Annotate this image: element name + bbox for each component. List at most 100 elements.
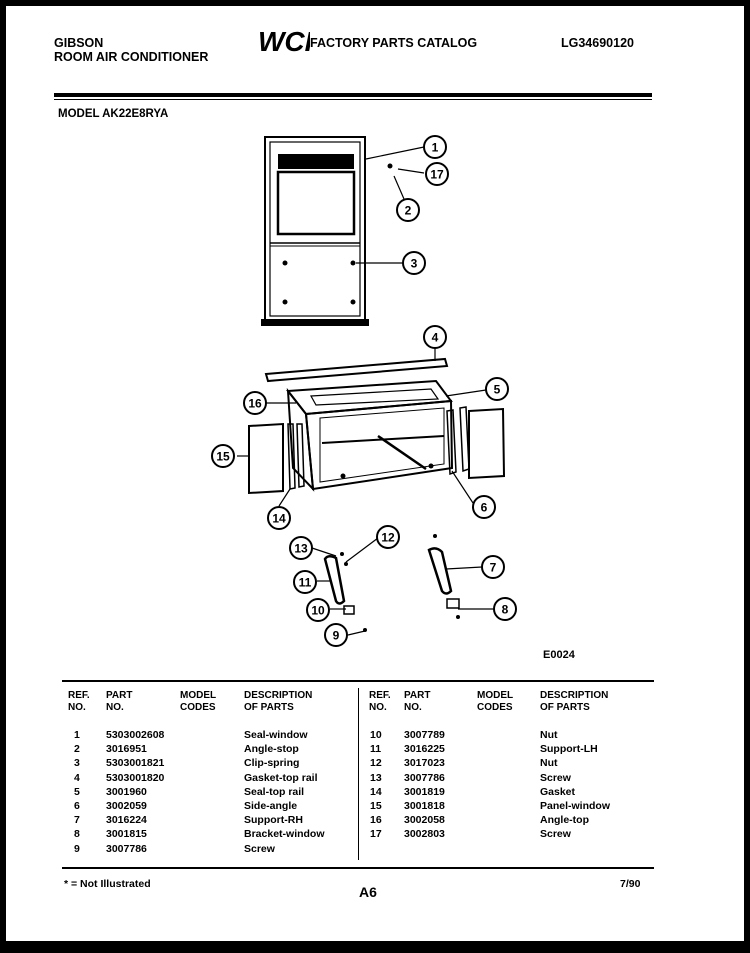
svg-text:10: 10 <box>311 604 325 618</box>
table-row: Support-LH <box>540 743 598 756</box>
page-number: A6 <box>359 884 377 900</box>
exploded-diagram: 1 17 2 3 4 5 16 15 6 14 12 13 11 10 9 7 … <box>211 135 517 647</box>
table-row: Screw <box>244 842 275 855</box>
table-row: 12 <box>370 757 382 770</box>
th-ref-right: REF.NO. <box>369 690 391 713</box>
callout-9: 9 <box>324 623 348 647</box>
table-row: 3002803 <box>404 828 445 841</box>
product-name: ROOM AIR CONDITIONER <box>54 50 209 64</box>
header-rule-thin <box>54 99 652 100</box>
table-row: 3017023 <box>404 757 445 770</box>
svg-text:3: 3 <box>411 257 418 271</box>
svg-text:4: 4 <box>432 331 439 345</box>
callout-12: 12 <box>376 525 400 549</box>
table-row: Support-RH <box>244 814 303 827</box>
table-row: 17 <box>370 828 382 841</box>
svg-text:16: 16 <box>248 397 262 411</box>
svg-text:13: 13 <box>294 542 308 556</box>
table-row: 5303002608 <box>106 729 165 741</box>
table-row: 3007786 <box>106 842 147 855</box>
right-ref-column: 10 11 12 13 14 15 16 17 <box>370 728 382 842</box>
table-row: Seal-top rail <box>244 785 305 798</box>
table-row: 4 <box>74 771 80 784</box>
table-row: 7 <box>74 814 80 827</box>
right-desc-column: Nut Support-LH Nut Screw Gasket Panel-wi… <box>540 728 610 842</box>
callout-3: 3 <box>402 251 426 275</box>
svg-text:9: 9 <box>333 629 340 643</box>
table-row: 16 <box>370 814 382 827</box>
table-row: 11 <box>370 743 382 756</box>
table-row: 6 <box>74 799 80 812</box>
table-row: Clip-spring <box>244 757 300 770</box>
table-row: Side-angle <box>244 799 298 812</box>
callout-17: 17 <box>425 162 449 186</box>
table-row: Angle-stop <box>244 743 299 756</box>
table-row: 3001815 <box>106 828 147 841</box>
callout-10: 10 <box>306 598 330 622</box>
table-row: 2 <box>74 743 80 756</box>
left-ref-column: 1 2 3 4 5 6 7 8 9 <box>74 728 80 856</box>
table-row: 9 <box>74 842 80 855</box>
callout-13: 13 <box>289 536 313 560</box>
table-row: 3 <box>74 757 80 770</box>
table-row: Angle-top <box>540 814 589 827</box>
catalog-page: GIBSON ROOM AIR CONDITIONER WCI FACTORY … <box>6 6 744 941</box>
callout-5: 5 <box>485 377 509 401</box>
table-row: 3001818 <box>404 799 445 812</box>
header-brand-block: GIBSON ROOM AIR CONDITIONER <box>54 36 208 64</box>
model-line: MODEL AK22E8RYA <box>58 108 169 120</box>
table-bottom-rule <box>62 867 654 869</box>
svg-text:8: 8 <box>502 603 509 617</box>
callout-14: 14 <box>267 506 291 530</box>
table-row: 3002059 <box>106 799 147 812</box>
svg-text:17: 17 <box>430 168 444 182</box>
svg-text:2: 2 <box>405 204 412 218</box>
table-row: 3001960 <box>106 785 147 798</box>
callout-16: 16 <box>243 391 267 415</box>
table-row: 3007789 <box>404 729 445 741</box>
svg-text:14: 14 <box>272 512 286 526</box>
callout-11: 11 <box>293 570 317 594</box>
svg-text:15: 15 <box>216 450 230 464</box>
svg-text:1: 1 <box>432 141 439 155</box>
callout-7: 7 <box>481 555 505 579</box>
th-ref-left: REF.NO. <box>68 690 90 713</box>
catalog-id: LG34690120 <box>561 36 634 50</box>
table-row: 14 <box>370 785 382 798</box>
svg-text:12: 12 <box>381 531 395 545</box>
footnote-not-illustrated: * = Not Illustrated <box>64 878 151 890</box>
table-row: 5303001820 <box>106 771 165 784</box>
table-row: Gasket <box>540 785 576 798</box>
table-row: 3016224 <box>106 814 147 827</box>
svg-text:7: 7 <box>490 561 497 575</box>
callout-15: 15 <box>211 444 235 468</box>
diagram-code: E0024 <box>543 649 575 661</box>
table-row: 13 <box>370 771 382 784</box>
table-row: 5 <box>74 785 80 798</box>
table-row: 3016225 <box>404 743 445 756</box>
callout-4: 4 <box>423 325 447 349</box>
table-row: 1 <box>74 729 80 741</box>
table-row: 3002058 <box>404 814 445 827</box>
table-row: 5303001821 <box>106 757 165 770</box>
catalog-title: FACTORY PARTS CATALOG <box>310 36 478 50</box>
right-part-column: 3007789 3016225 3017023 3007786 3001819 … <box>404 728 445 842</box>
svg-text:6: 6 <box>481 501 488 515</box>
callout-2: 2 <box>396 198 420 222</box>
wci-logo: WCI <box>258 26 314 61</box>
left-desc-column: Seal-window Angle-stop Clip-spring Gaske… <box>244 728 325 856</box>
header-rule <box>54 93 652 97</box>
table-row: 3007786 <box>404 771 445 784</box>
table-row: 10 <box>370 729 382 741</box>
table-row: 15 <box>370 799 382 812</box>
table-row: Screw <box>540 828 571 841</box>
table-row: Panel-window <box>540 799 611 812</box>
table-row: 3001819 <box>404 785 445 798</box>
table-row: Seal-window <box>244 729 308 741</box>
callout-8: 8 <box>493 597 517 621</box>
table-divider <box>358 688 359 860</box>
